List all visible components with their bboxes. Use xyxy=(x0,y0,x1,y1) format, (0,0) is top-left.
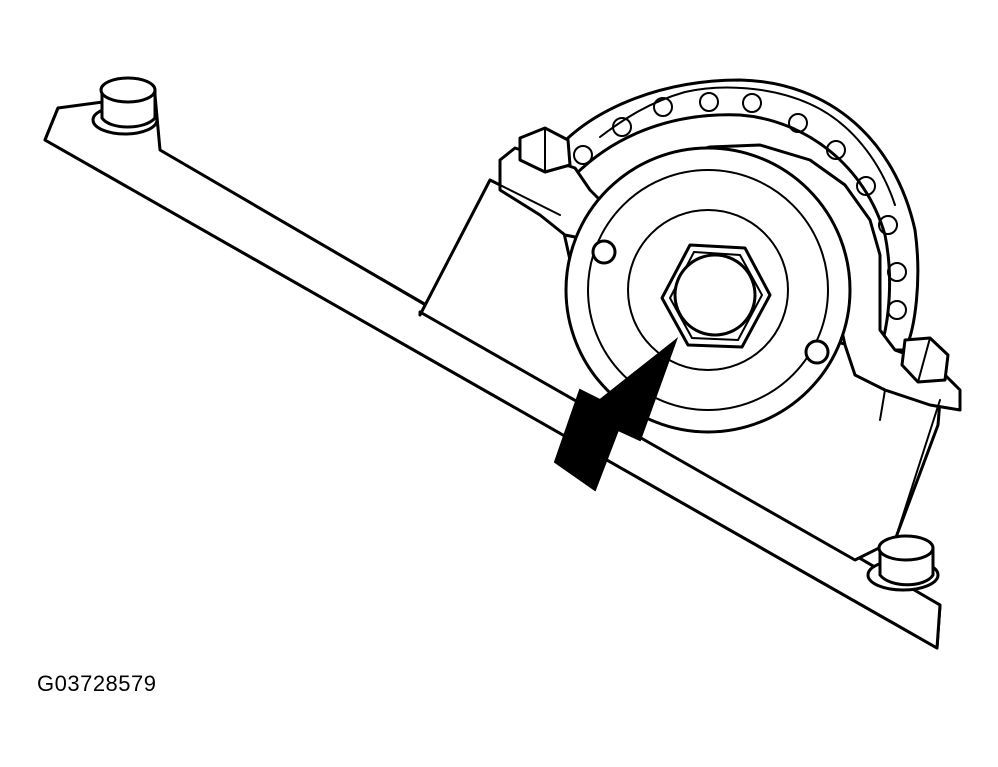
rail-bolt-right xyxy=(866,534,940,592)
figure-reference-code: G03728579 xyxy=(37,671,157,696)
pointer-arrow xyxy=(553,337,679,492)
hex-bolt xyxy=(660,243,772,349)
chain-links xyxy=(573,86,907,320)
housing-bolt-lower xyxy=(900,336,950,384)
housing-bolt-upper xyxy=(518,126,572,174)
rail-bolt-left xyxy=(91,76,159,136)
